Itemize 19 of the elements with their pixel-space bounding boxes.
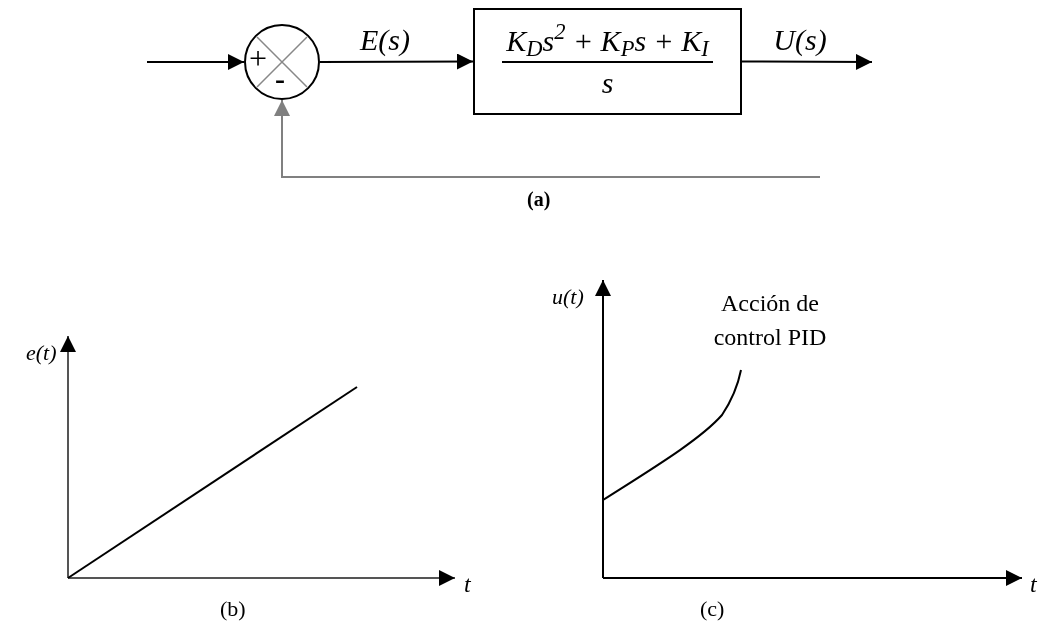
edge-label: U(s)	[773, 23, 827, 57]
axis-label: u(t)	[552, 283, 584, 311]
transfer-function-block	[473, 8, 742, 115]
arrow	[146, 54, 245, 70]
arrow	[319, 53, 474, 70]
minus-sign: -	[275, 64, 285, 94]
arrow	[274, 99, 821, 178]
edge-label: E(s)	[360, 23, 410, 57]
numerator: K$_{D}$s$^{2}$ + K$_{P}$s + K$_{I}$	[502, 20, 713, 63]
panel-caption: (c)	[700, 595, 725, 623]
denominator: s	[601, 64, 614, 101]
plus-sign: +	[249, 42, 268, 74]
arrow	[741, 53, 873, 70]
panel-caption: (a)	[527, 187, 551, 213]
axis-label: t	[1030, 570, 1037, 599]
axis-label: t	[464, 570, 471, 599]
axis-label: e(t)	[26, 339, 57, 367]
panel-caption: (b)	[220, 595, 246, 623]
curve-annotation: Acción de control PID	[712, 289, 828, 352]
